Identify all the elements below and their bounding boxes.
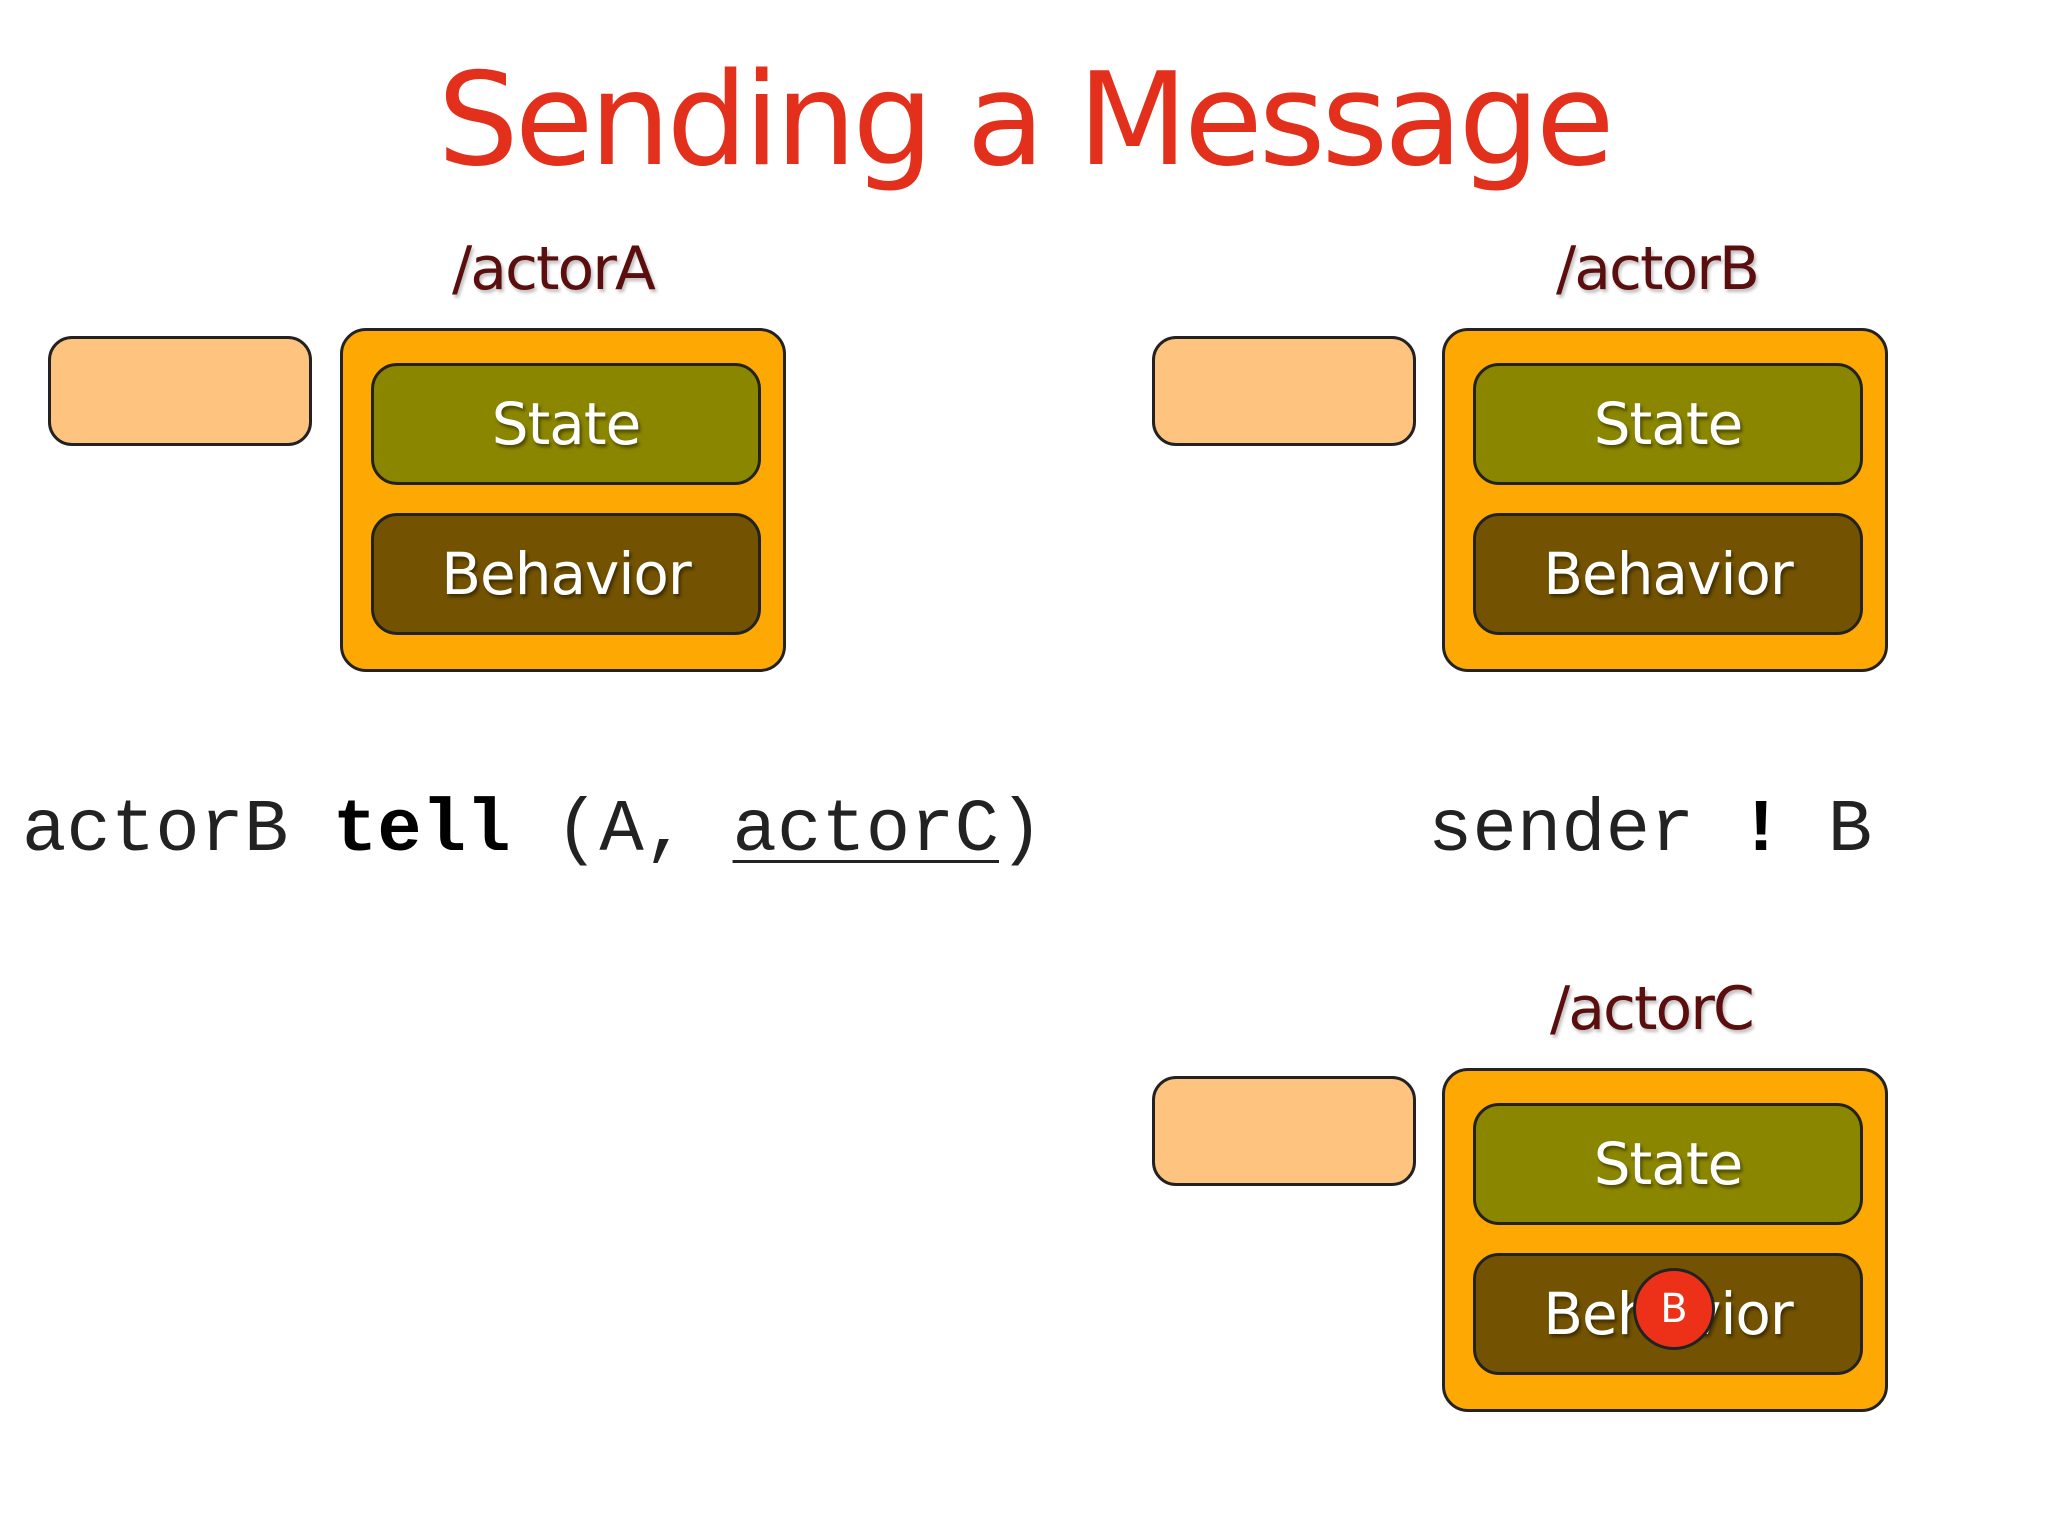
tell-code-line: actorB tell (A, actorC) xyxy=(22,786,1043,876)
reply-code-line: sender ! B xyxy=(1428,786,1872,876)
reply-message: B xyxy=(1783,789,1873,873)
actor-c-mailbox xyxy=(1152,1076,1416,1186)
actor-c-state: State xyxy=(1473,1103,1863,1225)
actor-a-state: State xyxy=(371,363,761,485)
actor-b-label: /actorB xyxy=(1556,234,1760,304)
reply-target: sender xyxy=(1428,789,1739,873)
tell-args-open: (A, xyxy=(510,789,733,873)
actor-b-behavior: Behavior xyxy=(1473,513,1863,635)
actor-a-behavior: Behavior xyxy=(371,513,761,635)
slide-title: Sending a Message xyxy=(437,46,1614,195)
tell-sender: actorC xyxy=(732,789,999,873)
reply-operator: ! xyxy=(1738,789,1784,873)
tell-args-close: ) xyxy=(999,789,1044,873)
actor-a-mailbox xyxy=(48,336,312,446)
tell-target: actorB xyxy=(22,789,333,873)
actor-b-mailbox xyxy=(1152,336,1416,446)
actor-a: State Behavior xyxy=(340,328,786,672)
actor-c-label: /actorC xyxy=(1550,974,1755,1044)
actor-b-state: State xyxy=(1473,363,1863,485)
actor-c: State Behavior xyxy=(1442,1068,1888,1412)
message-token-b: B xyxy=(1633,1268,1715,1350)
actor-b: State Behavior xyxy=(1442,328,1888,672)
actor-a-label: /actorA xyxy=(452,234,656,304)
tell-keyword: tell xyxy=(332,789,511,873)
